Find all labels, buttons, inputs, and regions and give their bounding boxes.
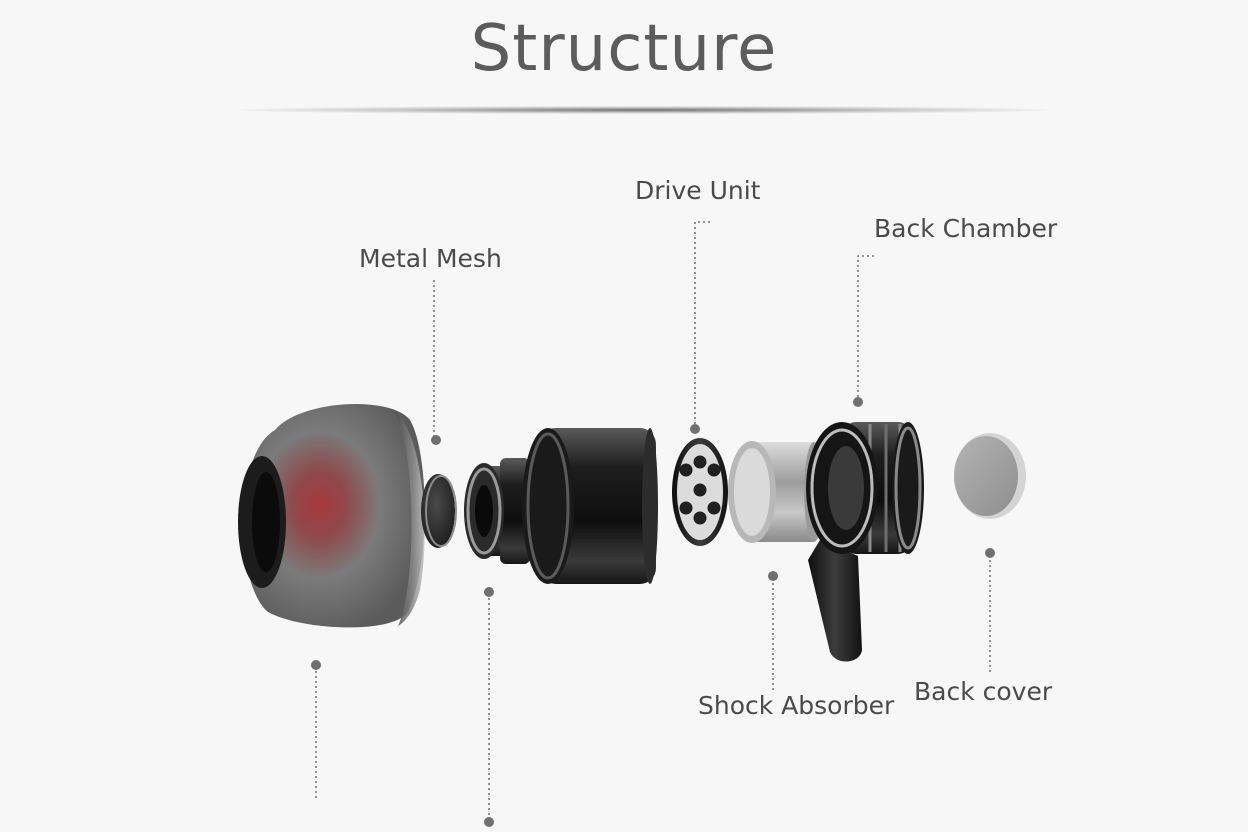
- ear-tip-part: [238, 403, 425, 628]
- drive-unit-leader: [694, 221, 710, 428]
- diagram-title: Structure: [470, 12, 778, 86]
- drive-unit-part: [672, 438, 728, 546]
- shock-absorber-dot: [768, 571, 778, 581]
- ear-tip-dot: [311, 660, 321, 670]
- front-housing-part: [464, 428, 658, 584]
- back-chamber-dot: [853, 397, 863, 407]
- metal-mesh-dot: [431, 435, 441, 445]
- label-shock-absorber: Shock Absorber: [698, 691, 895, 720]
- label-metal-mesh: Metal Mesh: [359, 244, 502, 273]
- front-housing-dot: [484, 587, 494, 597]
- back-chamber-leader: [857, 255, 874, 400]
- back-cover-dot: [985, 548, 995, 558]
- back-chamber-part: [806, 422, 924, 662]
- label-drive-unit: Drive Unit: [635, 176, 761, 205]
- label-back-cover: Back cover: [914, 677, 1053, 706]
- label-back-chamber: Back Chamber: [874, 214, 1058, 243]
- drive-unit-dot: [690, 424, 700, 434]
- back-cover-part: [954, 433, 1026, 519]
- metal-mesh-part: [421, 474, 457, 548]
- front-housing-end-dot: [484, 817, 494, 827]
- title-divider: [240, 106, 1048, 114]
